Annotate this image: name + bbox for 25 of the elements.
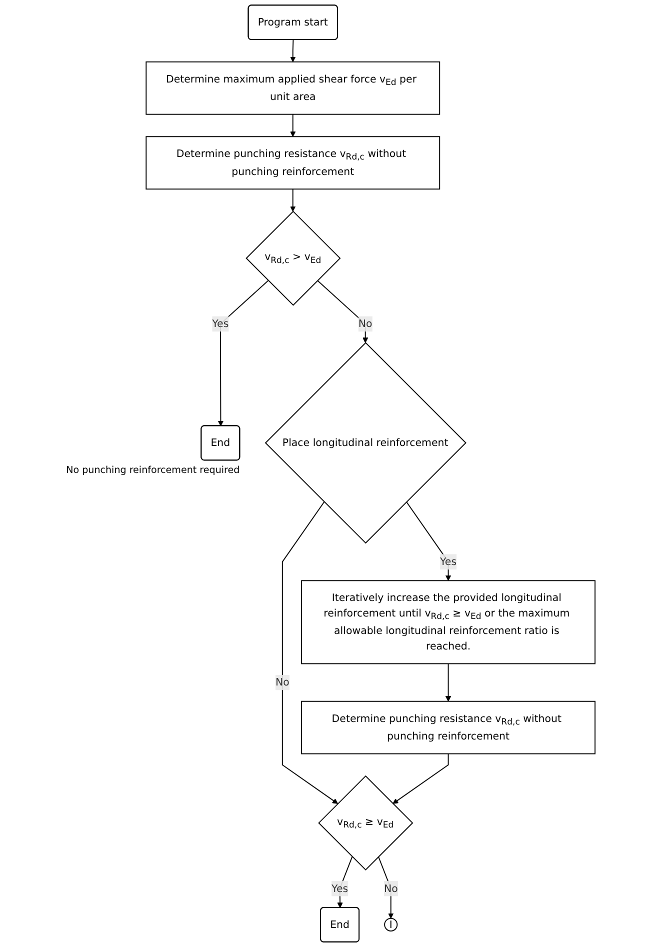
edge-label: Yes — [212, 318, 229, 330]
node-diamond: Place longitudinal reinforcement — [264, 342, 466, 544]
arrow — [290, 188, 296, 212]
arrow — [316, 280, 368, 343]
arrow — [218, 280, 269, 426]
arrow — [406, 501, 452, 581]
node-box: Determine punching resistance v$_{Rd,c}$ without punching reinforcement — [301, 700, 596, 754]
arrow — [445, 663, 452, 702]
node-diamond: v$_{Rd,c}$ > v$_{Ed}$ — [246, 210, 341, 306]
edge-label: No — [275, 676, 290, 688]
edge-label: Yes — [440, 555, 457, 568]
arrow — [337, 856, 353, 908]
arrow — [392, 753, 449, 804]
node-box: Iteratively increase the provided longitudinal reinforcement until v$_{Rd,c}$ ≥ v$_{Ed}$ or the maximum allowable longitudinal reinforcement ratio is reached. — [301, 580, 596, 664]
arrow — [282, 501, 338, 804]
node-diamond: v$_{Rd,c}$ ≥ v$_{Ed}$ — [318, 775, 414, 870]
node-box: Determine punching resistance v$_{Rd,c}$ without punching reinforcement — [146, 136, 440, 190]
edge-label: Yes — [332, 882, 348, 894]
arrow — [290, 39, 296, 62]
arrow — [290, 114, 296, 137]
edge-label: No — [384, 882, 398, 894]
edge-label: No — [358, 318, 372, 330]
node-note: No punching reinforcement required — [66, 464, 240, 476]
node-circle: I — [384, 918, 398, 932]
node-box: Determine maximum applied shear force v$_{Ed}$ per unit area — [146, 61, 440, 115]
